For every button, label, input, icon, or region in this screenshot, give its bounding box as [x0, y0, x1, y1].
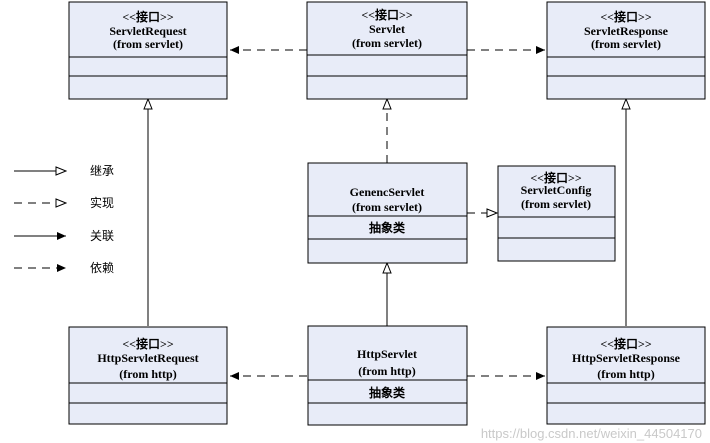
class-box-servletrequest[interactable]: <<接口>> ServletRequest (from servlet): [68, 1, 228, 100]
package-label: (from servlet): [352, 36, 422, 50]
legend-realization-label: 实现: [90, 195, 114, 210]
package-label: (from servlet): [521, 197, 591, 211]
stereotype-label: <<接口>>: [361, 7, 413, 22]
package-label: (from http): [597, 367, 654, 381]
class-name: ServletConfig: [521, 183, 592, 197]
stereotype-label: <<接口>>: [122, 9, 174, 24]
package-label: (from http): [358, 364, 415, 378]
watermark: https://blog.csdn.net/weixin_44504170: [481, 426, 702, 441]
abstract-class-label: 抽象类: [369, 385, 406, 400]
class-box-servletconfig[interactable]: <<接口>> ServletConfig (from servlet): [497, 165, 616, 262]
package-label: (from http): [119, 367, 176, 381]
class-box-httpservlet[interactable]: HttpServlet (from http) 抽象类: [307, 325, 468, 426]
class-name: HttpServletResponse: [572, 351, 681, 365]
class-name: Servlet: [369, 22, 405, 36]
stereotype-label: <<接口>>: [122, 336, 174, 351]
stereotype-label: <<接口>>: [600, 336, 652, 351]
legend: 继承 实现 关联 依赖: [14, 164, 114, 275]
class-name: HttpServlet: [357, 347, 417, 361]
class-box-httpservletrequest[interactable]: <<接口>> HttpServletRequest (from http): [68, 326, 228, 425]
class-box-servlet[interactable]: <<接口>> Servlet (from servlet): [306, 1, 468, 100]
package-label: (from servlet): [113, 37, 183, 51]
class-name: ServletRequest: [109, 24, 186, 38]
package-label: (from servlet): [591, 37, 661, 51]
class-name: HttpServletRequest: [97, 351, 198, 365]
legend-association-label: 关联: [90, 229, 114, 243]
abstract-class-label: 抽象类: [369, 220, 406, 235]
class-name: GenencServlet: [350, 185, 425, 199]
class-box-servletresponse[interactable]: <<接口>> ServletResponse (from servlet): [546, 1, 706, 100]
stereotype-label: <<接口>>: [530, 170, 582, 185]
class-box-genericservlet[interactable]: GenencServlet (from servlet) 抽象类: [307, 162, 468, 264]
package-label: (from servlet): [352, 200, 422, 214]
legend-dependency-label: 依赖: [90, 260, 114, 275]
class-box-httpservletresponse[interactable]: <<接口>> HttpServletResponse (from http): [546, 326, 706, 425]
class-name: ServletResponse: [584, 24, 669, 38]
legend-inheritance-label: 继承: [90, 164, 114, 178]
stereotype-label: <<接口>>: [600, 9, 652, 24]
